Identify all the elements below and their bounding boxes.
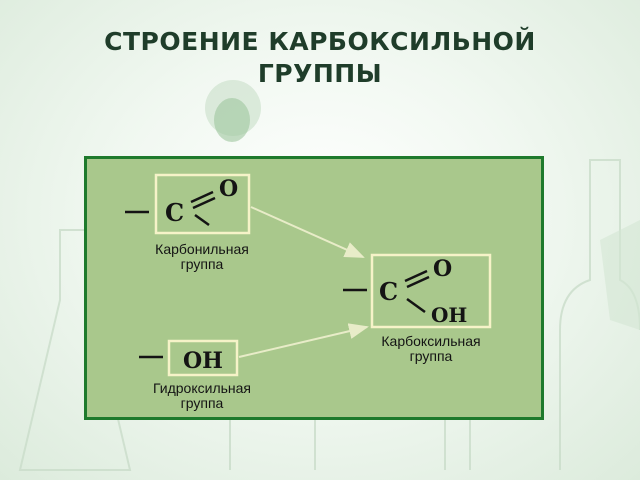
carbonyl-group: C O Карбонильная группа <box>125 173 251 272</box>
carboxyl-carbon-atom: C <box>379 277 398 306</box>
carbonyl-caption-line2: группа <box>181 256 224 272</box>
hydroxyl-caption-line1: Гидроксильная <box>153 380 251 396</box>
carbonyl-caption-line1: Карбонильная <box>155 241 249 257</box>
carboxyl-double-bond-1 <box>404 269 428 283</box>
arrow-hydroxyl-to-carboxyl <box>238 323 369 358</box>
carboxyl-caption-line1: Карбоксильная <box>381 333 480 349</box>
carboxyl-oh-group: OH <box>431 303 467 327</box>
carboxyl-single-bond <box>406 297 426 314</box>
carboxyl-double-bond-2 <box>406 275 430 289</box>
hydroxyl-group: OH Гидроксильная группа <box>139 339 251 411</box>
page-title: СТРОЕНИЕ КАРБОКСИЛЬНОЙ ГРУППЫ <box>0 26 640 90</box>
carboxyl-group: C O OH Карбоксильная группа <box>343 253 492 364</box>
carbonyl-free-bond <box>194 213 210 227</box>
page-title-line2: ГРУППЫ <box>257 59 383 88</box>
hydroxyl-box <box>167 339 239 377</box>
carbonyl-double-bond-1 <box>190 190 214 204</box>
carbonyl-oxygen-atom: O <box>219 176 238 202</box>
hydroxyl-caption-line2: группа <box>181 395 224 411</box>
carboxyl-structure-diagram: C O Карбонильная группа OH Гидроксильная… <box>125 173 492 411</box>
page-title-line1: СТРОЕНИЕ КАРБОКСИЛЬНОЙ <box>104 27 536 56</box>
carbonyl-box <box>154 173 251 235</box>
carboxyl-box <box>370 253 492 329</box>
hydroxyl-oh-group: OH <box>183 348 223 374</box>
carboxyl-oxygen-atom: O <box>433 256 452 282</box>
diagram-panel: C O Карбонильная группа OH Гидроксильная… <box>84 156 544 420</box>
carboxyl-caption-line2: группа <box>410 348 453 364</box>
carbonyl-double-bond-2 <box>192 196 216 210</box>
arrow-carbonyl-to-carboxyl <box>250 206 365 258</box>
carbonyl-carbon-atom: C <box>165 198 184 227</box>
